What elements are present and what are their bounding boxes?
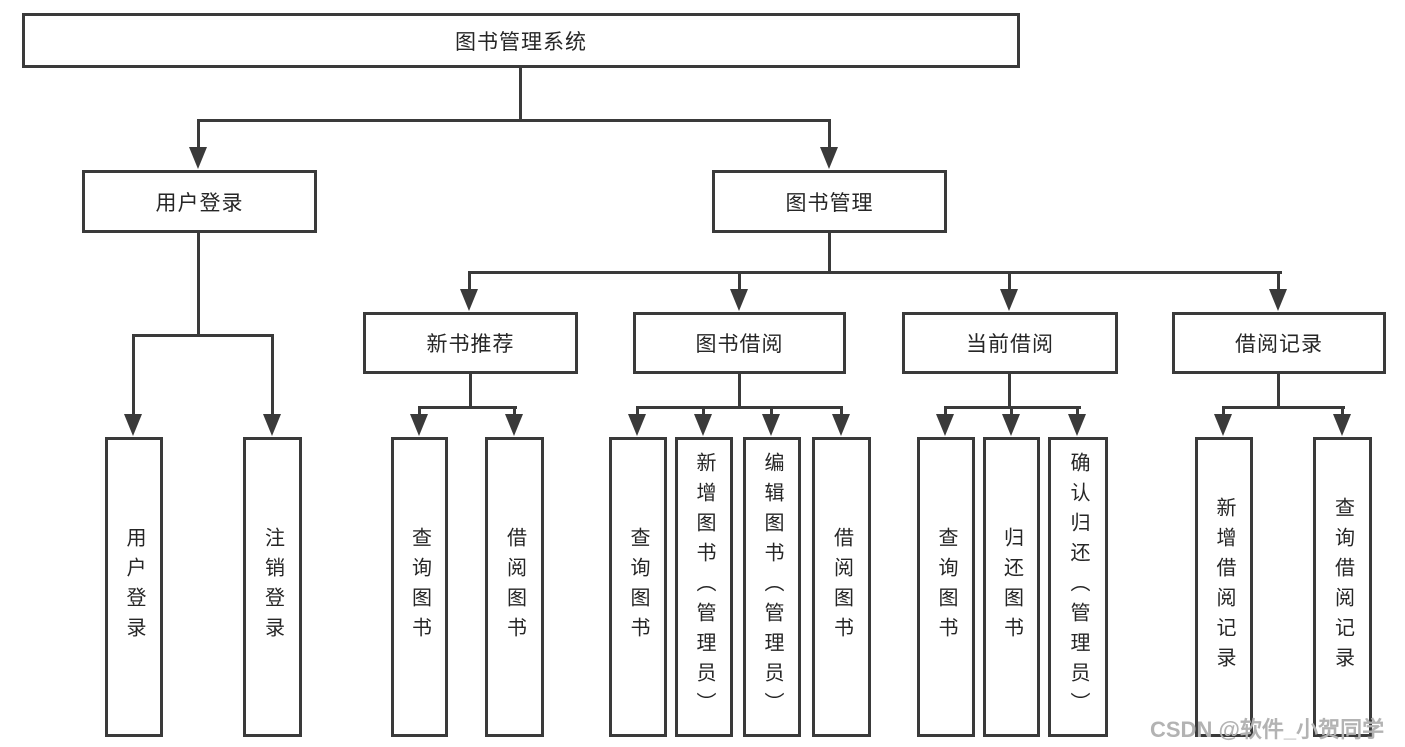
connector-groupA-split xyxy=(418,406,517,409)
arrow-down-icon xyxy=(263,414,281,436)
arrow-down-icon xyxy=(1333,414,1351,436)
leaf-label: 查询图书 xyxy=(935,527,957,647)
node-library-management-system: 图书管理系统 xyxy=(22,13,1020,68)
arrow-down-icon xyxy=(832,414,850,436)
leaf-add-books-admin: 新增图书（管理员） xyxy=(675,437,733,737)
leaf-confirm-return-admin: 确认归还（管理员） xyxy=(1048,437,1108,737)
connector-mgmt-split xyxy=(468,271,1282,274)
node-book-management: 图书管理 xyxy=(712,170,947,233)
leaf-edit-books-admin: 编辑图书（管理员） xyxy=(743,437,801,737)
leaf-borrow-books: 借阅图书 xyxy=(812,437,871,737)
node-label: 当前借阅 xyxy=(966,333,1054,356)
arrow-down-icon xyxy=(694,414,712,436)
connector-login-stem xyxy=(197,233,200,337)
connector-groupA-stem xyxy=(469,374,472,409)
node-current-borrowing: 当前借阅 xyxy=(902,312,1118,374)
node-label: 用户登录 xyxy=(155,191,244,215)
leaf-user-login: 用户登录 xyxy=(105,437,163,737)
arrow-down-icon xyxy=(1269,289,1287,311)
leaf-label: 确认归还（管理员） xyxy=(1067,452,1089,722)
connector-arrow-shaft xyxy=(944,406,947,417)
node-label: 图书管理 xyxy=(785,191,874,215)
leaf-label: 编辑图书（管理员） xyxy=(761,452,783,722)
leaf-logout: 注销登录 xyxy=(243,437,302,737)
leaf-query-books-recommend: 查询图书 xyxy=(391,437,448,737)
connector-arrow-shaft xyxy=(1277,271,1280,293)
leaf-label: 借阅图书 xyxy=(503,527,526,647)
connector-arrow-shaft xyxy=(828,119,831,150)
connector-arrow-shaft xyxy=(1341,406,1344,417)
connector-arrow-shaft xyxy=(468,271,471,293)
connector-mgmt-stem xyxy=(828,233,831,274)
arrow-down-icon xyxy=(730,289,748,311)
leaf-add-borrow-record: 新增借阅记录 xyxy=(1195,437,1253,737)
csdn-watermark: CSDN @软件_小贺同学 xyxy=(1150,717,1385,742)
connector-groupC-stem xyxy=(1008,374,1011,409)
connector-arrow-shaft xyxy=(702,406,705,417)
node-borrowing-records: 借阅记录 xyxy=(1172,312,1386,374)
arrow-down-icon xyxy=(936,414,954,436)
leaf-borrow-books-recommend: 借阅图书 xyxy=(485,437,544,737)
leaf-label: 查询借阅记录 xyxy=(1331,497,1354,677)
connector-arrow-shaft xyxy=(840,406,843,417)
connector-arrow-shaft xyxy=(636,406,639,417)
connector-groupB-stem xyxy=(738,374,741,409)
arrow-down-icon xyxy=(762,414,780,436)
connector-arrow-shaft xyxy=(1222,406,1225,417)
leaf-label: 查询图书 xyxy=(408,527,431,647)
leaf-label: 归还图书 xyxy=(1000,527,1023,647)
connector-arrow-shaft xyxy=(1010,406,1013,417)
connector-arrow-shaft xyxy=(271,334,274,416)
connector-groupB-split xyxy=(636,406,843,409)
node-label: 图书管理系统 xyxy=(455,30,587,54)
leaf-label: 新增借阅记录 xyxy=(1213,497,1235,677)
leaf-label: 借阅图书 xyxy=(830,527,853,647)
arrow-down-icon xyxy=(1002,414,1020,436)
arrow-down-icon xyxy=(1214,414,1232,436)
connector-arrow-shaft xyxy=(1008,271,1011,293)
arrow-down-icon xyxy=(628,414,646,436)
node-label: 图书借阅 xyxy=(695,333,784,356)
connector-arrow-shaft xyxy=(513,406,516,417)
connector-arrow-shaft xyxy=(1076,406,1079,417)
node-book-borrowing: 图书借阅 xyxy=(633,312,846,374)
connector-arrow-shaft xyxy=(418,406,421,417)
arrow-down-icon xyxy=(1068,414,1086,436)
arrow-down-icon xyxy=(189,147,207,169)
connector-login-split xyxy=(132,334,274,337)
leaf-label: 注销登录 xyxy=(261,527,284,647)
arrow-down-icon xyxy=(410,414,428,436)
arrow-down-icon xyxy=(124,414,142,436)
connector-groupD-split xyxy=(1222,406,1345,409)
leaf-query-borrow-record: 查询借阅记录 xyxy=(1313,437,1372,737)
leaf-label: 新增图书（管理员） xyxy=(693,452,715,722)
arrow-down-icon xyxy=(1000,289,1018,311)
node-new-book-recommendation: 新书推荐 xyxy=(363,312,578,374)
leaf-label: 用户登录 xyxy=(123,527,145,647)
connector-arrow-shaft xyxy=(738,271,741,293)
leaf-query-books-current: 查询图书 xyxy=(917,437,975,737)
node-label: 新书推荐 xyxy=(426,333,515,356)
leaf-query-books-borrowing: 查询图书 xyxy=(609,437,667,737)
leaf-label: 查询图书 xyxy=(627,527,649,647)
connector-groupD-stem xyxy=(1277,374,1280,409)
connector-arrow-shaft xyxy=(132,334,135,416)
connector-root-stem xyxy=(519,68,522,121)
node-user-login: 用户登录 xyxy=(82,170,317,233)
connector-arrow-shaft xyxy=(770,406,773,417)
node-label: 借阅记录 xyxy=(1235,333,1323,356)
arrow-down-icon xyxy=(460,289,478,311)
arrow-down-icon xyxy=(505,414,523,436)
arrow-down-icon xyxy=(820,147,838,169)
connector-arrow-shaft xyxy=(197,119,200,150)
connector-root-split xyxy=(197,119,831,122)
leaf-return-books: 归还图书 xyxy=(983,437,1040,737)
